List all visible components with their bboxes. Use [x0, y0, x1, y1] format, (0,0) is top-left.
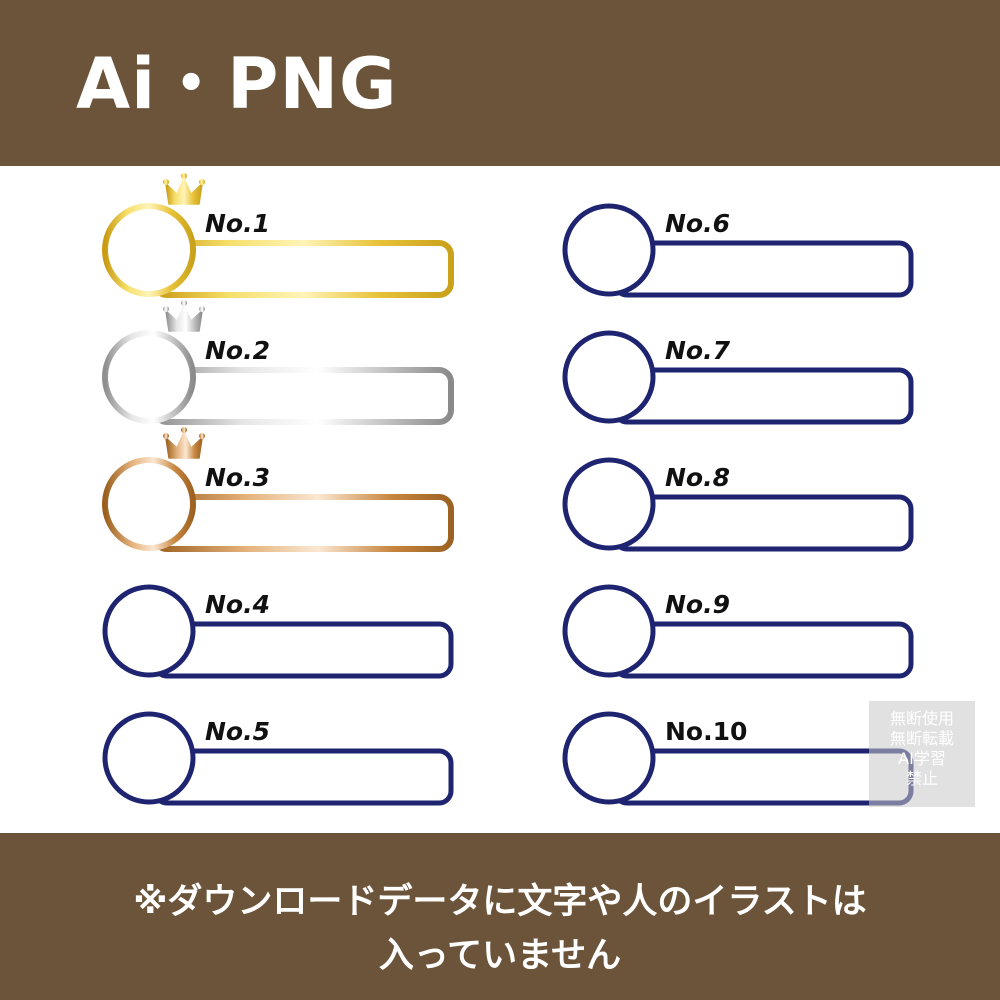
frame-label: No.8 [665, 463, 730, 492]
frame-circle [562, 457, 656, 551]
crown-jewel-icon [199, 306, 205, 312]
frame-label: No.10 [665, 717, 747, 746]
frame-bar [152, 367, 454, 425]
frame-circle [102, 711, 196, 805]
page-title: Ai・PNG [76, 43, 398, 125]
frame-item: No.2 [102, 300, 454, 425]
frame-circle [562, 711, 656, 805]
download-note-line-1: ※ダウンロードデータに文字や人のイラストは [133, 882, 867, 922]
frame-circle [562, 330, 656, 424]
crown-icon [165, 304, 203, 332]
frame-bar [152, 748, 454, 806]
frame-item: No.1 [102, 173, 454, 298]
frame-bar [612, 240, 914, 298]
frame-bar [612, 748, 914, 806]
frame-label: No.2 [205, 336, 270, 365]
frame-bar [612, 494, 914, 552]
watermark-line: 無断転載 [889, 729, 954, 748]
frame-item: No.7 [562, 330, 914, 425]
top-banner: Ai・PNG [0, 0, 1000, 166]
crown-jewel-icon [163, 306, 169, 312]
frame-label: No.7 [665, 336, 731, 365]
frame-circle [102, 330, 196, 424]
bottom-banner: ※ダウンロードデータに文字や人のイラストは 入っていません [0, 833, 1000, 1000]
frame-circle [102, 203, 196, 297]
frame-circle [562, 584, 656, 678]
frame-circle [102, 584, 196, 678]
crown-jewel-icon [163, 179, 169, 185]
frame-circle [102, 457, 196, 551]
frame-item: No.8 [562, 457, 914, 552]
frame-circle [562, 203, 656, 297]
frame-bar [612, 367, 914, 425]
crown-icon [165, 177, 203, 205]
frame-label: No.5 [205, 717, 270, 746]
frame-label: No.1 [205, 209, 270, 238]
frame-illustrations: No.1No.2No.3No.4No.5 No.6No.7No.8No.9No.1… [102, 173, 914, 806]
frame-item: No.4 [102, 584, 454, 679]
watermark-line: AI学習 [898, 749, 946, 768]
frame-label: No.3 [205, 463, 270, 492]
frame-label: No.4 [205, 590, 270, 619]
crown-jewel-icon [163, 433, 169, 439]
frame-bar [612, 621, 914, 679]
crown-jewel-icon [181, 427, 187, 433]
crown-jewel-icon [199, 179, 205, 185]
frame-item: No.6 [562, 203, 914, 298]
frame-label: No.6 [665, 209, 730, 238]
crown-icon [165, 431, 203, 459]
frame-item: No.10 [562, 711, 914, 806]
watermark-line: 無断使用 [889, 709, 954, 728]
watermark-stamp: 無断使用 無断転載 AI学習 禁止 [869, 701, 975, 807]
download-note: ※ダウンロードデータに文字や人のイラストは 入っていません [0, 875, 1000, 983]
crown-jewel-icon [181, 300, 187, 306]
frame-item: No.3 [102, 427, 454, 552]
crown-jewel-icon [199, 433, 205, 439]
frame-bar [152, 494, 454, 552]
frame-bar [152, 240, 454, 298]
crown-jewel-icon [181, 173, 187, 179]
download-note-line-2: 入っていません [378, 936, 622, 976]
frame-label: No.9 [665, 590, 730, 619]
watermark-line: 禁止 [905, 769, 938, 788]
frame-item: No.9 [562, 584, 914, 679]
frame-item: No.5 [102, 711, 454, 806]
frame-bar [152, 621, 454, 679]
